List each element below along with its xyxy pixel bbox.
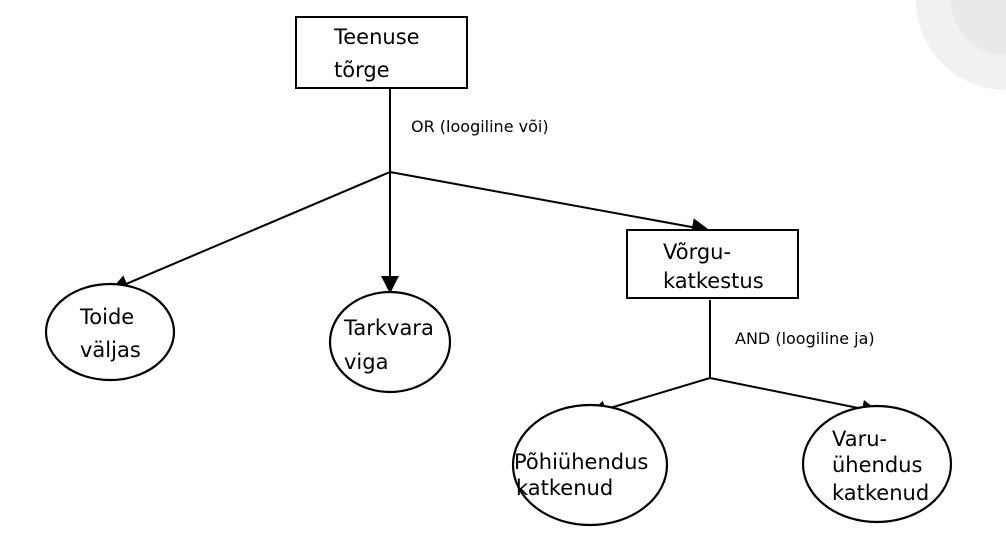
root-label-line2: tõrge — [334, 58, 390, 82]
node-backup-connection: Varu- ühendus katkenud — [801, 404, 953, 524]
or-gate-label: OR (loogiline või) — [411, 117, 549, 136]
network-label-line1: Võrgu- — [663, 240, 731, 264]
edge-or-to-power — [110, 171, 391, 292]
backup-label-line1: Varu- — [832, 427, 887, 451]
node-primary-connection: Põhiühendus katkenud — [511, 403, 669, 527]
network-label-line2: katkestus — [663, 269, 764, 293]
and-gate-label: AND (loogiline ja) — [735, 329, 875, 348]
power-label-line1: Toide — [79, 305, 134, 329]
corner-shadow — [916, 0, 1006, 90]
primary-label-line1: Põhiühendus — [514, 450, 648, 474]
software-label-line1: Tarkvara — [343, 316, 434, 340]
node-network-outage: Võrgu- katkestus — [626, 229, 799, 299]
root-label-line1: Teenuse — [333, 25, 420, 49]
power-label-line2: väljas — [80, 338, 141, 362]
node-software-error: Tarkvara viga — [328, 290, 452, 394]
node-power-outage: Toide väljas — [44, 282, 176, 382]
backup-label-line2: ühendus — [832, 453, 922, 477]
node-root: Teenuse tõrge — [295, 16, 468, 89]
primary-label-line2: katkenud — [516, 476, 613, 500]
edge-or-to-network — [389, 171, 710, 236]
backup-label-line3: katkenud — [832, 481, 929, 505]
edge-and-to-backup — [709, 377, 880, 418]
software-label-line2: viga — [344, 350, 388, 374]
